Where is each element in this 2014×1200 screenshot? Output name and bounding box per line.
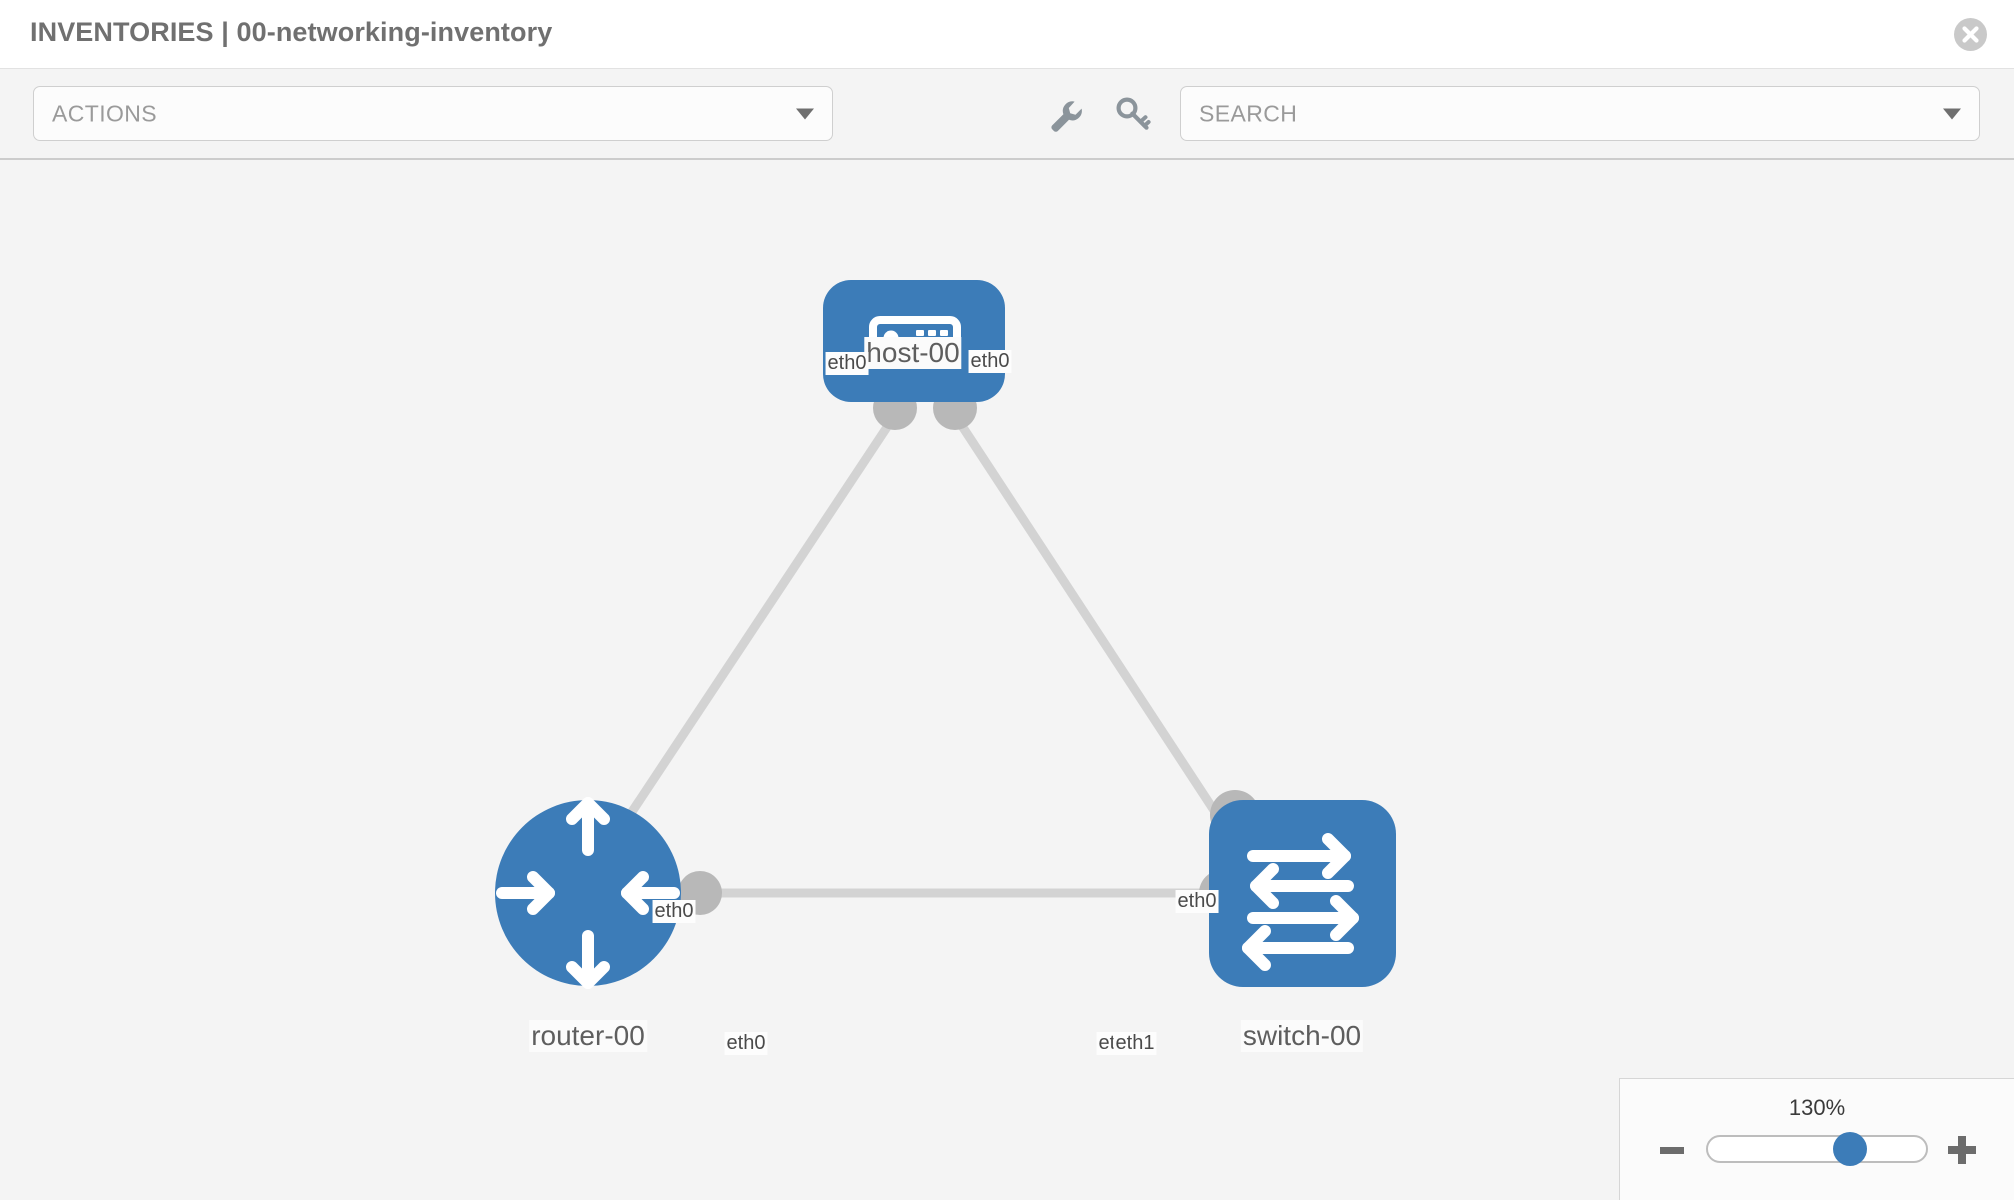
search-placeholder: SEARCH: [1199, 100, 1298, 126]
iface-label-switch-eth1: eth1: [1113, 1032, 1157, 1055]
iface-label-router-eth0: eth0: [724, 1032, 768, 1055]
zoom-slider[interactable]: [1706, 1132, 1928, 1166]
toolbar: ACTIONS SEARCH: [0, 68, 2014, 160]
link-host-switch: [941, 397, 1244, 853]
node-label-switch-00: switch-00: [1240, 1020, 1364, 1052]
topology-canvas[interactable]: host-00 router-00 switch-00 eth0 eth0 et…: [0, 160, 2014, 1200]
node-switch-00[interactable]: [1209, 800, 1396, 987]
close-icon[interactable]: [1954, 18, 1987, 51]
iface-label-router-uplink: eth0: [652, 900, 696, 923]
search-input[interactable]: SEARCH: [1180, 86, 1980, 141]
node-router-00[interactable]: [495, 797, 681, 989]
link-host-router: [596, 397, 909, 863]
actions-dropdown[interactable]: ACTIONS: [33, 86, 833, 141]
iface-label-switch-uplink: eth0: [1175, 890, 1219, 913]
page-header: INVENTORIES | 00-networking-inventory: [0, 0, 2014, 68]
zoom-in-button[interactable]: [1947, 1135, 1977, 1165]
port-markers: [678, 386, 1260, 916]
key-icon[interactable]: [1113, 95, 1153, 135]
actions-dropdown-label: ACTIONS: [52, 100, 158, 126]
iface-label-host-left: eth0: [825, 352, 869, 375]
node-label-router-00: router-00: [529, 1020, 647, 1052]
iface-label-host-right: eth0: [968, 350, 1012, 373]
node-label-host-00: host-00: [864, 337, 962, 369]
zoom-control-panel: 130%: [1619, 1078, 2014, 1200]
zoom-level-value: 130%: [1788, 1095, 1846, 1120]
wrench-icon[interactable]: [1046, 95, 1086, 135]
page-title: INVENTORIES | 00-networking-inventory: [30, 17, 553, 47]
zoom-slider-thumb[interactable]: [1832, 1132, 1867, 1166]
topology-graph: [495, 280, 1396, 989]
zoom-out-button[interactable]: [1658, 1135, 1688, 1165]
chevron-down-icon: [1943, 108, 1961, 119]
chevron-down-icon: [796, 108, 814, 119]
